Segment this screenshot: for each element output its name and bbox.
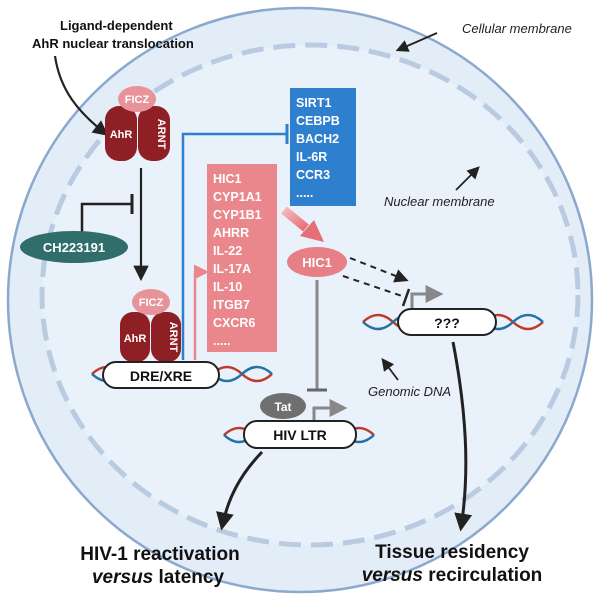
nuclear-membrane-label: Nuclear membrane (384, 194, 495, 209)
gene-hic1-0: HIC1 (213, 172, 242, 186)
gene-ccr3-4: CCR3 (296, 168, 330, 182)
gene-itgb7-7: ITGB7 (213, 298, 250, 312)
gene-cxcr6-8: CXCR6 (213, 316, 255, 330)
hiv-ltr-label: HIV LTR (273, 427, 326, 443)
induced-gene-box (207, 164, 277, 352)
nuclear-membrane-arrow (455, 166, 480, 191)
ligand-label-line1: Ligand-dependent (60, 18, 173, 33)
ligand-label-line2: AhR nuclear translocation (32, 36, 194, 51)
genomic-dna-arrow (381, 357, 399, 381)
hic1-induction-arrow (281, 206, 309, 232)
ficz-label-bottom: FICZ (139, 297, 164, 309)
blue-inhibit-line (181, 132, 286, 360)
gene-cyp1b1-2: CYP1B1 (213, 208, 262, 222)
unknown-target-box (397, 308, 497, 336)
outcome-left-line2: versus latency (92, 567, 224, 588)
tat-label: Tat (274, 400, 291, 414)
gene-il-22-4: IL-22 (213, 244, 242, 258)
repressed-gene-box (290, 88, 356, 206)
gene--5: ..... (296, 186, 313, 200)
hiv-ltr-box (243, 420, 357, 449)
hic1-dashed-inhibit-bar (401, 288, 411, 307)
gene-il-10-6: IL-10 (213, 280, 242, 294)
tat-node (260, 393, 306, 419)
hic1-induction-arrowhead (300, 220, 324, 242)
ahr-complex-bottom: FICZ AhR ARNT (120, 289, 181, 362)
ficz-label-top: FICZ (125, 94, 150, 106)
ch223191-inhibit-line (80, 202, 132, 234)
unknown-promoter-arrow (410, 285, 444, 308)
ltr-outcome-arrow (216, 450, 264, 531)
outcome-right-line1: Tissue residency (375, 542, 529, 563)
gene-cyp1a1-1: CYP1A1 (213, 190, 262, 204)
dre-xre-label: DRE/XRE (130, 368, 192, 384)
ahr-label-top: AhR (110, 129, 133, 141)
ahr-label-bottom: AhR (124, 333, 147, 345)
arnt-label-bottom: ARNT (167, 322, 179, 353)
gene-sirt1-0: SIRT1 (296, 96, 331, 110)
gene-il-6r-3: IL-6R (296, 150, 327, 164)
unknown-target-label: ??? (434, 315, 460, 331)
arnt-label-top: ARNT (155, 119, 167, 150)
gene--9: ..... (213, 334, 230, 348)
outcome-left-line1: HIV-1 reactivation (80, 544, 239, 565)
ahr-complex-top: FICZ AhR ARNT (105, 86, 170, 161)
cellular-membrane-arrow (395, 32, 438, 52)
gene-ahrr-3: AHRR (213, 226, 249, 240)
unknown-outcome-arrow (451, 341, 473, 532)
ch223191-node (20, 231, 128, 263)
cellular-membrane-label: Cellular membrane (462, 21, 572, 36)
gene-il-17a-5: IL-17A (213, 262, 251, 276)
ltr-promoter-arrow (312, 399, 348, 420)
genomic-dna-label: Genomic DNA (368, 384, 451, 399)
hic1-node (287, 247, 347, 277)
hic1-node-label: HIC1 (302, 255, 332, 270)
outcome-right-line2: versus recirculation (362, 565, 543, 586)
gene-cebpb-1: CEBPB (296, 114, 340, 128)
pink-activate-line (193, 264, 209, 360)
nuclear-membrane-shape (39, 42, 581, 548)
gene-bach2-2: BACH2 (296, 132, 339, 146)
ch223191-label: CH223191 (43, 240, 105, 255)
dre-xre-box (102, 361, 220, 389)
ligand-entry-arrow (53, 55, 109, 136)
